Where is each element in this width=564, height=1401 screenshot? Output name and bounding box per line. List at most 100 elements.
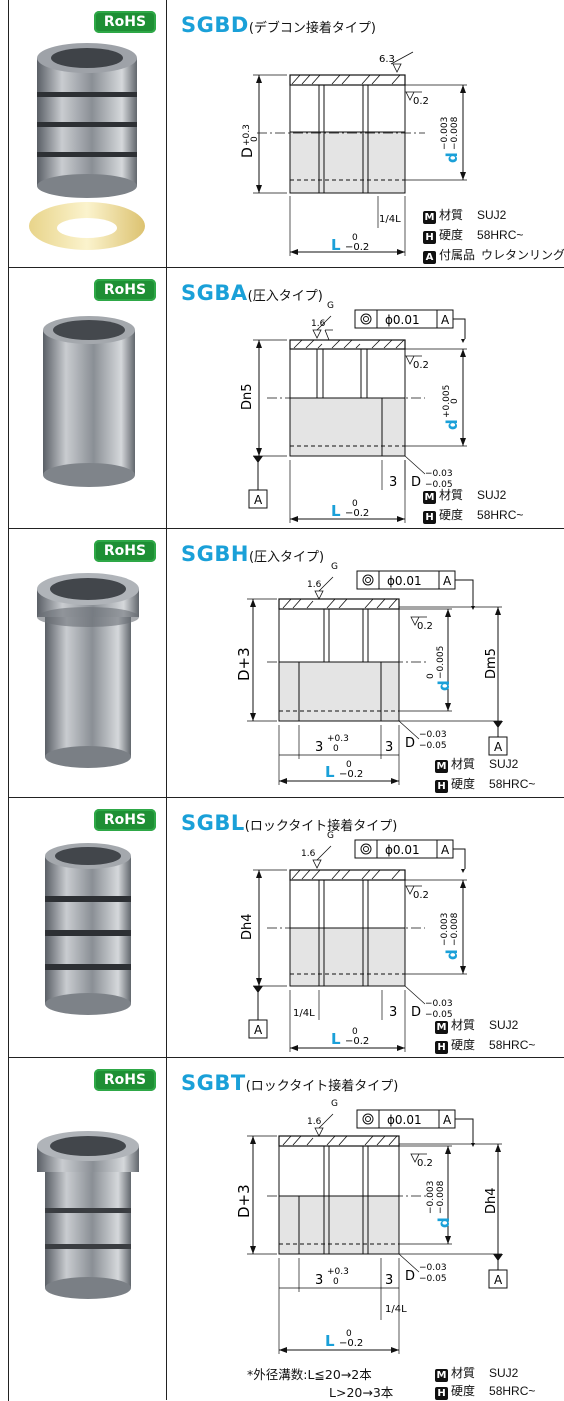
material-icon: M	[435, 1369, 448, 1382]
dim-tol: −0.03	[419, 1263, 447, 1273]
dim-tol: +0.3	[327, 734, 349, 744]
dim-quarter-l: 1/4L	[293, 1008, 315, 1019]
dim-tol: −0.008	[450, 912, 460, 946]
coaxiality-value: ϕ0.01	[387, 1113, 422, 1127]
roughness-value: 1.6	[307, 580, 322, 590]
product-row-sgba: RoHS SGBA(圧入タイプ)	[9, 268, 564, 529]
roughness-value: 6.3	[379, 54, 395, 65]
datum-ref: A	[441, 313, 450, 327]
dim-tol: 0	[352, 233, 358, 243]
roughness-value: 0.2	[413, 360, 429, 371]
dim-three: 3	[315, 740, 323, 755]
note-line2: L>20→3本	[329, 1385, 394, 1400]
dim-tol: −0.05	[425, 1010, 453, 1020]
hardness-icon: H	[423, 231, 436, 244]
dim-tol: −0.2	[345, 1036, 369, 1047]
dim-flange-d: Dm5	[484, 648, 499, 679]
hardness-icon: H	[435, 1041, 448, 1054]
dim-length: L	[331, 1030, 341, 1048]
dim-tol: −0.003	[426, 1181, 436, 1214]
technical-drawing: 1.6 G ϕ0.01 A 0.2 D+3 d 0 −0.005 Dm5 A 3…	[235, 562, 508, 785]
coaxiality-value: ϕ0.01	[385, 843, 420, 857]
dim-tol: −0.05	[419, 1274, 447, 1284]
datum-ref: A	[254, 1023, 263, 1037]
dim-tol: 0	[450, 398, 460, 404]
product-row-sgbh: RoHS SGBH(圧入タイプ)	[9, 529, 564, 798]
dim-tol: 0	[346, 760, 352, 770]
dim-inner-d: d	[435, 680, 453, 691]
dim-tol: −0.05	[425, 480, 453, 490]
dim-inner-d: d	[435, 1217, 453, 1228]
product-title: SGBD(デブコン接着タイプ)	[181, 13, 376, 37]
dim-tol: +0.005	[442, 385, 452, 418]
datum-ref: A	[443, 1113, 452, 1127]
product-code: SGBA	[181, 281, 248, 305]
dim-outer-d: D	[411, 1005, 421, 1020]
datum-ref: A	[494, 740, 503, 754]
product-row-sgbt: RoHS SGBT(ロックタイト接着タイプ)	[9, 1058, 564, 1400]
product-subtitle: (ロックタイト接着タイプ)	[245, 1079, 399, 1094]
product-code: SGBT	[181, 1071, 246, 1095]
dim-tol: −0.003	[440, 117, 450, 150]
dim-quarter-l: 1/4L	[385, 1304, 407, 1315]
product-subtitle: (デブコン接着タイプ)	[248, 21, 376, 36]
datum-ref: A	[441, 843, 450, 857]
bushing-flanged-photo	[37, 573, 139, 768]
dim-tol: −0.03	[425, 999, 453, 1009]
roughness-value: 1.6	[301, 849, 316, 859]
product-title: SGBT(ロックタイト接着タイプ)	[181, 1071, 398, 1095]
roughness-value: 0.2	[417, 1158, 433, 1169]
dim-tol: −0.2	[345, 508, 369, 519]
rohs-badge: RoHS	[94, 11, 156, 33]
roughness-value: 0.2	[413, 890, 429, 901]
dim-tol: −0.2	[345, 242, 369, 253]
material-icon: M	[435, 1021, 448, 1034]
product-photo-cell: RoHS	[9, 0, 167, 267]
material-icon: M	[423, 491, 436, 504]
bushing-grooved-photo	[45, 843, 131, 1015]
dim-tol: 0	[352, 499, 358, 509]
dim-tol: −0.2	[339, 1338, 363, 1349]
dim-three: 3	[389, 475, 397, 490]
product-photo-cell: RoHS	[9, 1058, 167, 1400]
product-subtitle: (ロックタイト接着タイプ)	[244, 819, 398, 834]
product-code: SGBL	[181, 811, 245, 835]
grinding-mark: G	[331, 562, 338, 572]
groove-count-note-2: L>20→3本	[329, 1382, 393, 1401]
dim-tol: 0	[250, 136, 260, 142]
product-title: SGBA(圧入タイプ)	[181, 281, 323, 305]
product-title: SGBL(ロックタイト接着タイプ)	[181, 811, 397, 835]
dim-outer-d: D	[240, 147, 256, 158]
dim-tol: −0.003	[440, 913, 450, 946]
technical-drawing: 1.6 G ϕ0.01 A 0.2 Dh4 d −0.003 −0.008 A …	[240, 831, 467, 1052]
bushing-plain-photo	[43, 316, 135, 487]
dim-inner-d: d	[443, 152, 461, 163]
dim-three: 3	[389, 1005, 397, 1020]
product-code: SGBH	[181, 542, 249, 566]
dim-tol: 0	[333, 744, 339, 754]
dim-outer-d: D	[405, 1269, 415, 1284]
dim-length: L	[325, 1332, 335, 1350]
product-photo-cell: RoHS	[9, 268, 167, 528]
dim-outer-d: Dn5	[240, 383, 255, 410]
coaxiality-value: ϕ0.01	[385, 313, 420, 327]
catalog-sheet: RoHS	[8, 0, 564, 1401]
grinding-mark: G	[331, 1099, 338, 1109]
rohs-badge: RoHS	[94, 540, 156, 562]
dim-three: 3	[315, 1273, 323, 1288]
dim-tol: −0.005	[436, 646, 446, 679]
dim-tol: −0.2	[339, 769, 363, 780]
dim-tol: 0	[333, 1277, 339, 1287]
technical-drawing: 1.6 G ϕ0.01 A 0.2 D+3 d −0.003 −0.008 Dh…	[235, 1099, 508, 1354]
dim-tol: −0.03	[425, 469, 453, 479]
hardness-icon: H	[423, 511, 436, 524]
dim-length: L	[325, 763, 335, 781]
product-row-sgbl: RoHS SGBL(ロックタイト接着タイプ)	[9, 798, 564, 1058]
roughness-value: 0.2	[417, 621, 433, 632]
